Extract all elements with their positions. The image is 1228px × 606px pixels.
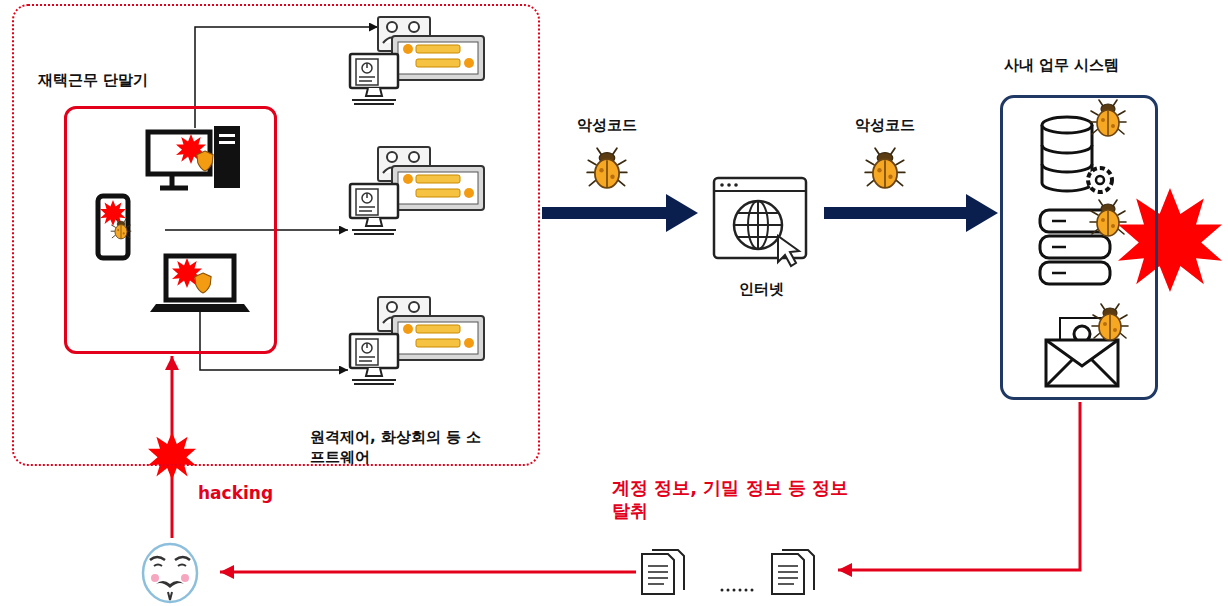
stolen-documents xyxy=(642,550,814,594)
hacking-burst xyxy=(148,432,196,480)
laptop-icon xyxy=(150,256,250,312)
internet-icon xyxy=(714,178,806,266)
mail-icon xyxy=(1046,304,1128,386)
theft-lines xyxy=(172,356,1080,572)
malware-arrow xyxy=(824,207,966,219)
dotted-region: 재택근무 단말기원격제어, 화상회의 등 소프트웨어 xyxy=(12,4,540,466)
internet-node: 인터넷 xyxy=(700,168,822,308)
device-heading: 재택근무 단말기 xyxy=(38,71,148,91)
software-icon xyxy=(350,147,484,234)
system-heading: 사내 업무 시스템 xyxy=(1004,56,1119,76)
malware-arrow xyxy=(542,207,666,219)
software-icon xyxy=(350,297,484,384)
tablet-icon xyxy=(98,196,131,258)
device-box: 재택근무 단말기 xyxy=(64,106,277,354)
theft-label: 계정 정보, 기밀 정보 등 정보 탈취 xyxy=(612,476,862,523)
database-icon xyxy=(1042,100,1126,192)
leader-lines xyxy=(165,27,378,370)
system-box: 사내 업무 시스템 xyxy=(1000,95,1158,400)
malware-bugs xyxy=(587,148,905,188)
server-icon xyxy=(1040,188,1222,292)
software-icon xyxy=(350,17,484,104)
software-icons xyxy=(350,17,484,384)
edge-label: 악성코드 xyxy=(575,116,639,135)
hacking-label: hacking xyxy=(198,482,273,504)
internet-label: 인터넷 xyxy=(700,280,822,300)
software-label: 원격제어, 화상회의 등 소프트웨어 xyxy=(310,428,490,467)
desktop-icon xyxy=(148,126,240,188)
edge-label: 악성코드 xyxy=(853,116,917,135)
hacker-mask xyxy=(143,544,197,602)
